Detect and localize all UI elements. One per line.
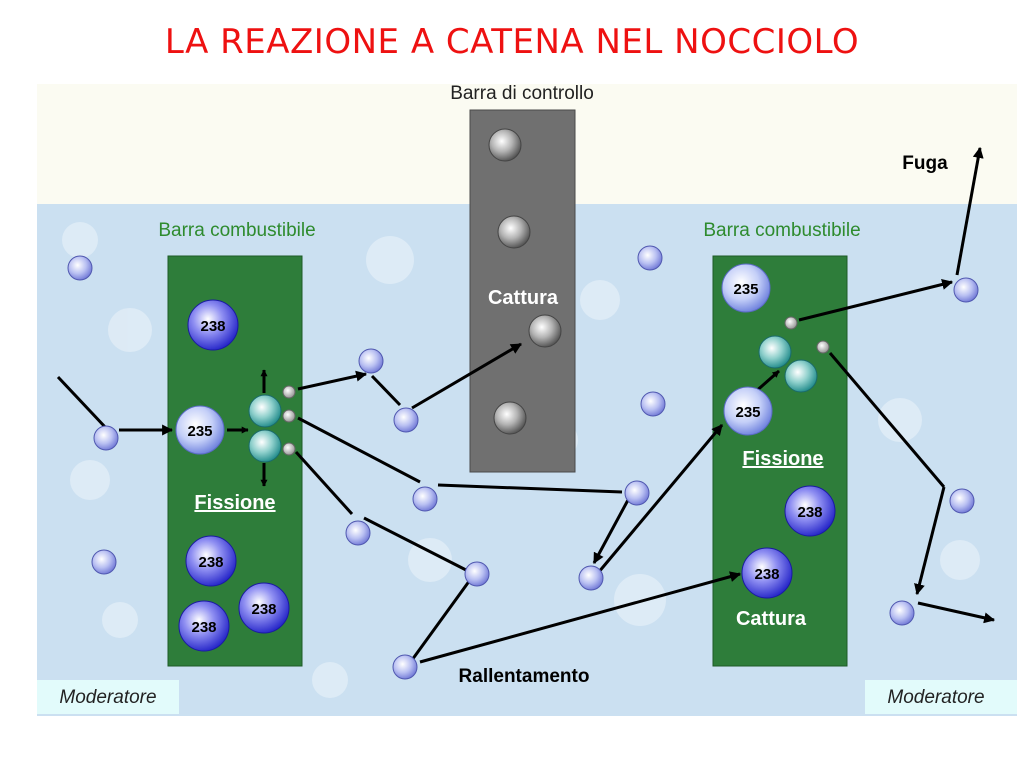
absorber-nucleus xyxy=(493,401,527,435)
neutron xyxy=(93,425,119,451)
svg-text:235: 235 xyxy=(187,423,212,440)
control-rod-label: Barra di controllo xyxy=(450,83,594,104)
neutron xyxy=(889,600,915,626)
capture-rod-label: Cattura xyxy=(488,287,559,309)
neutron-trajectories xyxy=(56,146,996,664)
slowdown-label: Rallentamento xyxy=(459,666,590,687)
neutron xyxy=(637,245,663,271)
moderator-right-label: Moderatore xyxy=(887,687,984,708)
u238-nucleus: 238 xyxy=(238,582,290,634)
u235-nucleus: 235 xyxy=(723,386,773,436)
u235-nuclei: 235 235 235 xyxy=(175,263,773,455)
small-neutron xyxy=(784,316,798,330)
fuel-rod-right xyxy=(712,255,848,667)
small-neutron xyxy=(282,385,296,399)
u238-nucleus: 238 xyxy=(178,600,230,652)
absorber-nucleus xyxy=(528,314,562,348)
neutron xyxy=(67,255,93,281)
moderator-left-label: Moderatore xyxy=(59,687,156,708)
u238-nucleus: 238 xyxy=(741,547,793,599)
neutron xyxy=(392,654,418,680)
fission-right-label: Fissione xyxy=(742,448,823,470)
fragment xyxy=(248,394,282,428)
neutron xyxy=(953,277,979,303)
absorber-nucleus xyxy=(497,215,531,249)
svg-text:238: 238 xyxy=(251,601,276,618)
svg-text:238: 238 xyxy=(198,554,223,571)
moderator-box-left xyxy=(37,680,179,714)
fission-left-label: Fissione xyxy=(194,492,275,514)
emitted-neutrons xyxy=(282,316,830,456)
capture-right-label: Cattura xyxy=(736,608,807,630)
svg-text:235: 235 xyxy=(735,404,760,421)
fragment xyxy=(758,335,792,369)
svg-text:238: 238 xyxy=(191,619,216,636)
small-neutron xyxy=(282,409,296,423)
u238-nucleus: 238 xyxy=(784,485,836,537)
neutron xyxy=(91,549,117,575)
neutron xyxy=(412,486,438,512)
fragment xyxy=(784,359,818,393)
neutron xyxy=(358,348,384,374)
svg-text:238: 238 xyxy=(797,504,822,521)
svg-text:238: 238 xyxy=(754,566,779,583)
small-neutron xyxy=(282,442,296,456)
absorber-nucleus xyxy=(488,128,522,162)
svg-text:235: 235 xyxy=(733,281,758,298)
fragment xyxy=(248,429,282,463)
fission-fragments xyxy=(248,335,818,463)
u238-nucleus: 238 xyxy=(185,535,237,587)
neutron xyxy=(345,520,371,546)
u235-nucleus: 235 xyxy=(175,405,225,455)
fuel-rod-left-label: Barra combustibile xyxy=(158,220,315,241)
escape-label: Fuga xyxy=(902,153,948,174)
small-neutron xyxy=(816,340,830,354)
free-neutrons xyxy=(67,245,979,680)
svg-text:238: 238 xyxy=(200,318,225,335)
neutron xyxy=(464,561,490,587)
u238-nucleus: 238 xyxy=(187,299,239,351)
neutron xyxy=(949,488,975,514)
moderator-texture xyxy=(62,222,980,698)
neutron xyxy=(578,565,604,591)
neutron xyxy=(393,407,419,433)
u238-nuclei: 238 238 238 238 238 238 xyxy=(178,299,836,652)
moderator-box-right xyxy=(865,680,1017,714)
control-rod-absorbers xyxy=(488,128,562,435)
u235-nucleus: 235 xyxy=(721,263,771,313)
neutron xyxy=(640,391,666,417)
fuel-rod-right-label: Barra combustibile xyxy=(703,220,860,241)
page-title: LA REAZIONE A CATENA NEL NOCCIOLO xyxy=(164,22,860,62)
neutron xyxy=(624,480,650,506)
